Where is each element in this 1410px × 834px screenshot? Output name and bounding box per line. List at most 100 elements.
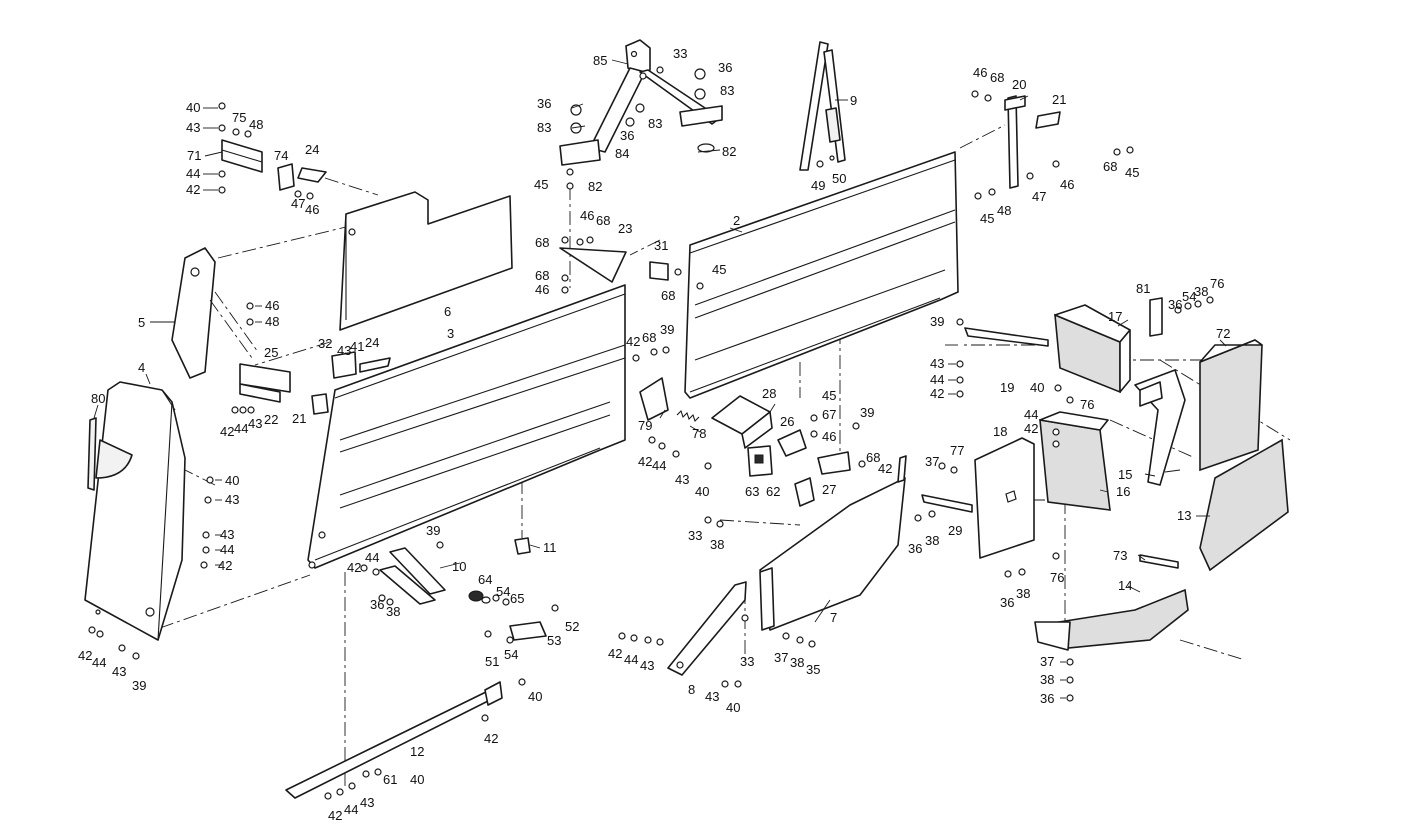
callout-15: 15 [1118, 467, 1132, 482]
bracket-20 [1004, 95, 1061, 189]
callout-75: 75 [232, 110, 246, 125]
callout-48b: 48 [265, 314, 279, 329]
spring-78 [676, 409, 700, 423]
callout-54a: 54 [496, 584, 510, 599]
callout-43g: 43 [675, 472, 689, 487]
callout-43e: 43 [112, 664, 126, 679]
callout-74: 74 [274, 148, 288, 163]
callout-24: 24 [305, 142, 319, 157]
callout-53: 53 [547, 633, 561, 648]
callout-40g: 40 [1030, 380, 1044, 395]
tank-17 [1054, 304, 1131, 394]
callout-19: 19 [1000, 380, 1014, 395]
leader-lines [93, 59, 1227, 699]
callout-28: 28 [762, 386, 776, 401]
callout-45d: 45 [1125, 165, 1139, 180]
panel-18 [921, 437, 1035, 559]
callout-14: 14 [1118, 578, 1132, 593]
callout-36d: 36 [370, 597, 384, 612]
callout-17: 17 [1108, 309, 1122, 324]
callout-36h: 36 [1040, 691, 1054, 706]
callout-20: 20 [1012, 77, 1026, 92]
panel-5 [171, 247, 259, 379]
callout-37c: 37 [1040, 654, 1054, 669]
callout-21: 21 [292, 411, 306, 426]
callout-43c: 43 [225, 492, 239, 507]
brackets-28-26-27 [711, 395, 851, 507]
small-brackets-left [221, 139, 391, 415]
panel-7 [759, 455, 907, 631]
callout-46b: 46 [265, 298, 279, 313]
callout-22: 22 [264, 412, 278, 427]
callout-41: 41 [350, 339, 364, 354]
callout-10: 10 [452, 559, 466, 574]
bracket-8 [667, 581, 747, 676]
callout-16: 16 [1116, 484, 1130, 499]
callout-72: 72 [1216, 326, 1230, 341]
part-11 [514, 537, 531, 555]
bar-19 [964, 327, 1049, 347]
callout-45b: 45 [712, 262, 726, 277]
callout-42g: 42 [878, 461, 892, 476]
bracket-79 [639, 377, 669, 421]
callout-38d: 38 [1194, 284, 1208, 299]
callout-82a: 82 [722, 144, 736, 159]
part-53 [509, 621, 547, 641]
plate-81 [1149, 297, 1163, 337]
callout-68f: 68 [866, 450, 880, 465]
callout-35: 35 [806, 662, 820, 677]
callout-68a: 68 [596, 213, 610, 228]
callout-43h: 43 [360, 795, 374, 810]
bracket-84-85 [559, 39, 723, 166]
callout-5: 5 [138, 315, 145, 330]
callout-44: 44 [186, 166, 200, 181]
callout-46: 46 [305, 202, 319, 217]
callout-36e: 36 [1168, 297, 1182, 312]
callout-9: 9 [850, 93, 857, 108]
panel-72 [1199, 339, 1263, 472]
callout-67: 67 [822, 407, 836, 422]
callout-38b: 38 [386, 604, 400, 619]
callout-42h: 42 [347, 560, 361, 575]
callout-39b: 39 [660, 322, 674, 337]
callout-81: 81 [1136, 281, 1150, 296]
callout-11: 11 [543, 540, 557, 555]
callout-38a: 38 [710, 537, 724, 552]
callout-45a: 45 [534, 177, 548, 192]
callouts: 40 43 75 48 71 44 42 74 24 47 46 5 4 80 … [78, 46, 1230, 823]
callout-33a: 33 [673, 46, 687, 61]
callout-45c: 45 [822, 388, 836, 403]
callout-44d: 44 [92, 655, 106, 670]
callout-26: 26 [780, 414, 794, 429]
callout-23: 23 [618, 221, 632, 236]
callout-61: 61 [383, 772, 397, 787]
callout-54c: 54 [1182, 289, 1196, 304]
callout-44b: 44 [234, 421, 248, 436]
bracket-15 [1134, 369, 1186, 486]
callout-36c: 36 [620, 128, 634, 143]
callout-47b: 47 [1032, 189, 1046, 204]
callout-7: 7 [830, 610, 837, 625]
callout-39d: 39 [426, 523, 440, 538]
callout-62: 62 [766, 484, 780, 499]
callout-42d: 42 [78, 648, 92, 663]
callout-83b: 83 [537, 120, 551, 135]
callout-36g: 36 [1000, 595, 1014, 610]
callout-46d: 46 [535, 282, 549, 297]
callout-36f: 36 [908, 541, 922, 556]
callout-36b: 36 [537, 96, 551, 111]
callout-82b: 82 [588, 179, 602, 194]
callout-42f: 42 [638, 454, 652, 469]
callout-42j: 42 [328, 808, 342, 823]
callout-46c: 46 [580, 208, 594, 223]
callout-43k: 43 [930, 356, 944, 371]
callout-52: 52 [565, 619, 579, 634]
callout-42e: 42 [626, 334, 640, 349]
callout-38g: 38 [1040, 672, 1054, 687]
callout-27: 27 [822, 482, 836, 497]
callout-3: 3 [447, 326, 454, 341]
callout-38h: 38 [1016, 586, 1030, 601]
callout-64: 64 [478, 572, 492, 587]
callout-43b: 43 [248, 416, 262, 431]
